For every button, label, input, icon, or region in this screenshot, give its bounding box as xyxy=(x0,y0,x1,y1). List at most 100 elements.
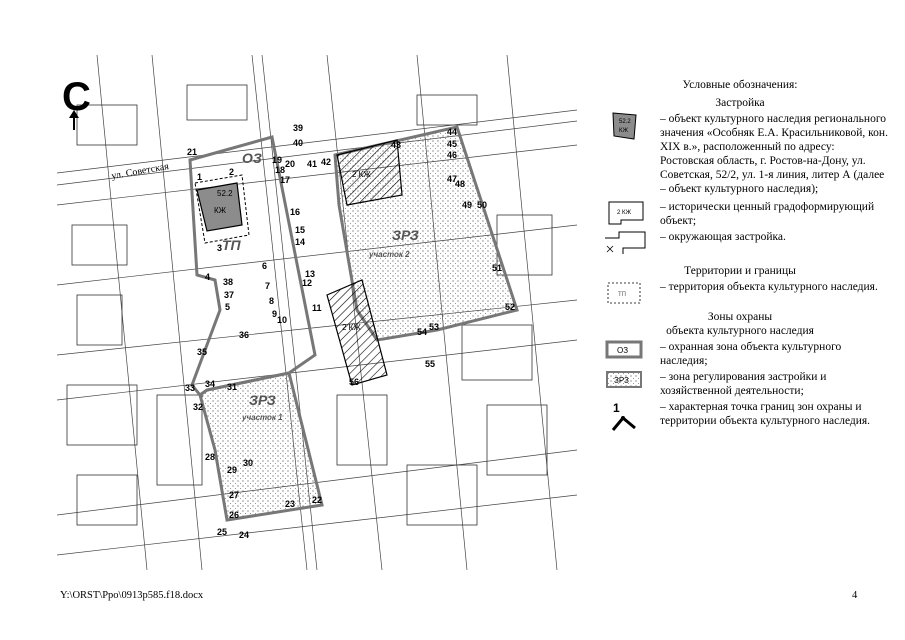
point-label-42: 42 xyxy=(321,157,331,167)
point-label-19: 19 xyxy=(272,155,282,165)
characteristic-point-icon: 1 xyxy=(611,401,636,431)
legend: Условные обозначения: Застройка 52.2 КЖ … xyxy=(590,78,890,436)
zone-label-oz: ОЗ xyxy=(242,150,262,166)
legend-text-surrounding: – окружающая застройка. xyxy=(660,231,786,243)
point-label-49: 49 xyxy=(462,200,472,210)
point-label-39: 39 xyxy=(293,123,303,133)
legend-section-territories: Территории и границы xyxy=(684,265,796,277)
point-label-36: 36 xyxy=(239,330,249,340)
legend-section-zones-1: Зоны охраны xyxy=(707,311,773,323)
point-label-21: 21 xyxy=(187,147,197,157)
legend-row-historic: 2 КЖ – исторически ценный градоформирующ… xyxy=(590,200,890,228)
point-label-12: 12 xyxy=(302,278,312,288)
point-label-13: 13 xyxy=(305,269,315,279)
legend-row-surrounding: – окружающая застройка. xyxy=(590,230,890,256)
legend-sym-object: КЖ xyxy=(619,128,628,134)
point-label-8: 8 xyxy=(269,296,274,306)
legend-sym-hist: 2 КЖ xyxy=(617,210,631,216)
historic-object-1 xyxy=(336,139,403,206)
point-label-10: 10 xyxy=(277,315,287,325)
legend-row-zrz: ЗРЗ – зона регулирования застройки и хоз… xyxy=(590,370,890,398)
zone-label-zrz1-sub: участок 1 xyxy=(241,413,283,422)
legend-row-point: 1 – характерная точка границ зон охраны … xyxy=(590,400,890,434)
point-label-48: 48 xyxy=(455,179,465,189)
point-label-37: 37 xyxy=(224,290,234,300)
legend-row-oz: ОЗ – охранная зона объекта культурного н… xyxy=(590,340,890,368)
legend-title: Условные обозначения: xyxy=(682,79,798,91)
point-label-31: 31 xyxy=(227,382,237,392)
zone-label-tp: ТП xyxy=(222,237,242,253)
point-label-11: 11 xyxy=(312,303,322,313)
point-label-54: 54 xyxy=(417,327,427,337)
point-label-6: 6 xyxy=(262,261,267,271)
legend-section-buildings: Застройка xyxy=(715,97,765,109)
object-label: КЖ xyxy=(214,206,227,215)
point-label-44: 44 xyxy=(447,127,457,137)
zrz-zone-icon: ЗРЗ xyxy=(606,371,642,388)
heritage-object xyxy=(196,182,243,232)
point-label-52: 52 xyxy=(505,302,515,312)
point-label-23: 23 xyxy=(285,499,295,509)
legend-row-territory: ТП – территория объекта культурного насл… xyxy=(590,280,890,306)
legend-row-object: 52.2 КЖ – объект культурного наследия ре… xyxy=(590,112,890,196)
point-label-41: 41 xyxy=(307,159,317,169)
legend-sym-zrz: ЗРЗ xyxy=(614,376,629,385)
point-label-14: 14 xyxy=(295,237,305,247)
point-label-53: 53 xyxy=(429,322,439,332)
point-label-17: 17 xyxy=(280,175,290,185)
point-label-3: 3 xyxy=(217,243,222,253)
point-label-1: 1 xyxy=(197,172,202,182)
point-label-35: 35 xyxy=(197,347,207,357)
point-label-27: 27 xyxy=(229,490,239,500)
legend-text-point: – характерная точка границ зон охраны и … xyxy=(660,401,871,427)
legend-sym-point: 1 xyxy=(613,401,620,415)
legend-sym-object-num: 52.2 xyxy=(619,119,631,125)
historic-object-2 xyxy=(326,279,388,386)
point-label-29: 29 xyxy=(227,465,237,475)
point-label-24: 24 xyxy=(239,530,249,540)
point-label-22: 22 xyxy=(312,495,322,505)
historic-label-1: 2 КЖ xyxy=(352,170,371,179)
point-label-25: 25 xyxy=(217,527,227,537)
point-label-26: 26 xyxy=(229,510,239,520)
point-label-50: 50 xyxy=(477,200,487,210)
footer-page-number: 4 xyxy=(852,590,858,601)
map: 52.2 КЖ 2 КЖ 2 КЖ ул. Советская ОЗ ТП ЗР… xyxy=(57,55,577,570)
point-label-43: 43 xyxy=(391,140,401,150)
point-label-32: 32 xyxy=(193,402,203,412)
point-label-2: 2 xyxy=(229,167,234,177)
zone-label-zrz1: ЗРЗ xyxy=(249,392,276,408)
legend-text-object: – объект культурного наследия региональн… xyxy=(660,113,888,195)
north-arrow-icon xyxy=(69,110,79,130)
point-label-7: 7 xyxy=(265,281,270,291)
territory-icon: ТП xyxy=(607,282,641,304)
point-label-38: 38 xyxy=(223,277,233,287)
footer-file-path: Y:\ORST\Ppo\0913p585.f18.docx xyxy=(60,590,204,601)
point-label-40: 40 xyxy=(293,138,303,148)
oz-zone-icon: ОЗ xyxy=(605,340,643,359)
legend-sym-oz: ОЗ xyxy=(617,346,628,355)
object-number: 52.2 xyxy=(217,189,233,198)
point-label-56: 56 xyxy=(349,377,359,387)
north-letter: С xyxy=(62,75,91,119)
point-label-20: 20 xyxy=(285,159,295,169)
point-label-9: 9 xyxy=(272,309,277,319)
point-label-46: 46 xyxy=(447,150,457,160)
point-label-47: 47 xyxy=(447,174,457,184)
legend-sym-tp: ТП xyxy=(618,292,626,298)
legend-text-territory: – территория объекта культурного наследи… xyxy=(660,281,878,293)
oz-zone xyxy=(188,135,317,398)
zone-label-zrz2-sub: участок 2 xyxy=(368,250,410,259)
point-label-16: 16 xyxy=(290,207,300,217)
zone-label-zrz2: ЗРЗ xyxy=(392,227,419,243)
historic-label-2: 2 КЖ xyxy=(342,323,361,332)
point-label-5: 5 xyxy=(225,302,230,312)
point-label-45: 45 xyxy=(447,139,457,149)
point-label-15: 15 xyxy=(295,225,305,235)
historic-object-icon: 2 КЖ xyxy=(608,201,644,225)
legend-section-zones-2: объекта культурного наследия xyxy=(666,325,814,337)
point-label-30: 30 xyxy=(243,458,253,468)
legend-text-historic: – исторически ценный градоформирующий об… xyxy=(660,201,875,227)
territory-tp xyxy=(194,174,250,244)
